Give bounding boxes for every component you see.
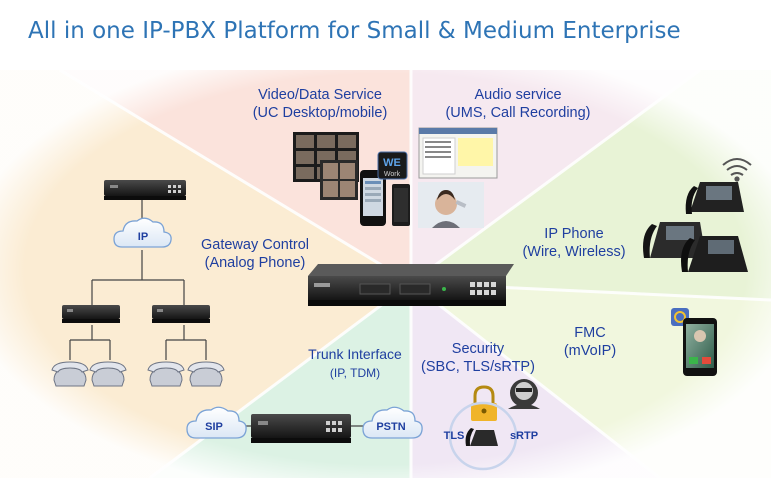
srtp-badge: sRTP [510, 430, 538, 442]
tablet-uc-screenshot [392, 184, 410, 226]
left-gateway-device-icon [62, 305, 120, 323]
audio-service-label: Audio service (UMS, Call Recording) [428, 86, 608, 122]
secure-phone-ring [448, 401, 518, 471]
security-title: Security [451, 341, 505, 357]
ip-phone-group [643, 158, 752, 272]
we-label: WE [383, 157, 401, 169]
desktop-uc-screenshot [293, 132, 359, 200]
sip-cloud-icon: SIP [186, 406, 247, 439]
trunk-interface-label: Trunk Interface (IP, TDM) [298, 345, 412, 382]
central-ip-pbx-icon [308, 264, 514, 306]
video-subtitle: (UC Desktop/mobile) [252, 105, 388, 121]
trunk-title: Trunk Interface [308, 346, 402, 362]
ums-screenshot [418, 127, 498, 179]
fmc-smartphone-icon [683, 318, 717, 376]
top-gateway-device-icon [104, 180, 186, 200]
trunk-subtitle: (IP, TDM) [329, 366, 381, 380]
padlock-icon [471, 385, 497, 421]
mobile-uc-smartphone-icon [360, 170, 386, 226]
sip-badge: SIP [205, 421, 223, 433]
video-data-service-label: Video/Data Service (UC Desktop/mobile) [240, 86, 400, 122]
trunk-gateway-device-icon [251, 414, 351, 443]
desk-ip-phone-2-icon [681, 236, 748, 272]
ipphone-title: IP Phone [544, 226, 604, 242]
desk-ip-phone-icon [643, 222, 706, 258]
fmc-label: FMC (mVoIP) [550, 324, 630, 360]
call-recording-photo [418, 182, 484, 228]
ip-badge: IP [138, 231, 148, 243]
pstn-cloud-icon: PSTN [362, 406, 423, 439]
page-title: All in one IP-PBX Platform for Small & M… [28, 18, 681, 44]
video-title: Video/Data Service [258, 87, 382, 103]
audio-subtitle: (UMS, Call Recording) [445, 105, 591, 121]
security-label: Security (SBC, TLS/sRTP) [412, 340, 544, 376]
audio-title: Audio service [474, 87, 562, 103]
trunk-group: SIP PSTN [186, 406, 423, 443]
pstn-badge: PSTN [376, 421, 405, 433]
we-work-app-icon: WE Work [377, 151, 408, 180]
gateway-title: Gateway Control [201, 237, 309, 253]
ipphone-subtitle: (Wire, Wireless) [522, 244, 626, 260]
security-group: TLS sRTP [444, 379, 540, 471]
gateway-subtitle: (Analog Phone) [204, 255, 306, 271]
ip-phone-label: IP Phone (Wire, Wireless) [512, 225, 636, 261]
security-subtitle: (SBC, TLS/sRTP) [421, 359, 535, 375]
work-label: Work [384, 171, 401, 178]
fmc-group [671, 308, 717, 376]
fmc-title: FMC [574, 325, 606, 341]
gateway-control-label: Gateway Control (Analog Phone) [190, 236, 320, 272]
wifi-icon [722, 158, 752, 182]
wireless-ip-phone-icon [685, 182, 744, 214]
fmc-subtitle: (mVoIP) [563, 343, 617, 359]
video-service-images: WE Work [293, 132, 410, 226]
tls-badge: TLS [444, 430, 465, 442]
hacker-icon [508, 379, 540, 409]
analog-phone-icon [51, 361, 225, 387]
ip-cloud-icon: IP [113, 217, 172, 248]
right-gateway-device-icon [152, 305, 210, 323]
gateway-network: IP [51, 180, 225, 387]
audio-service-images [418, 127, 498, 228]
